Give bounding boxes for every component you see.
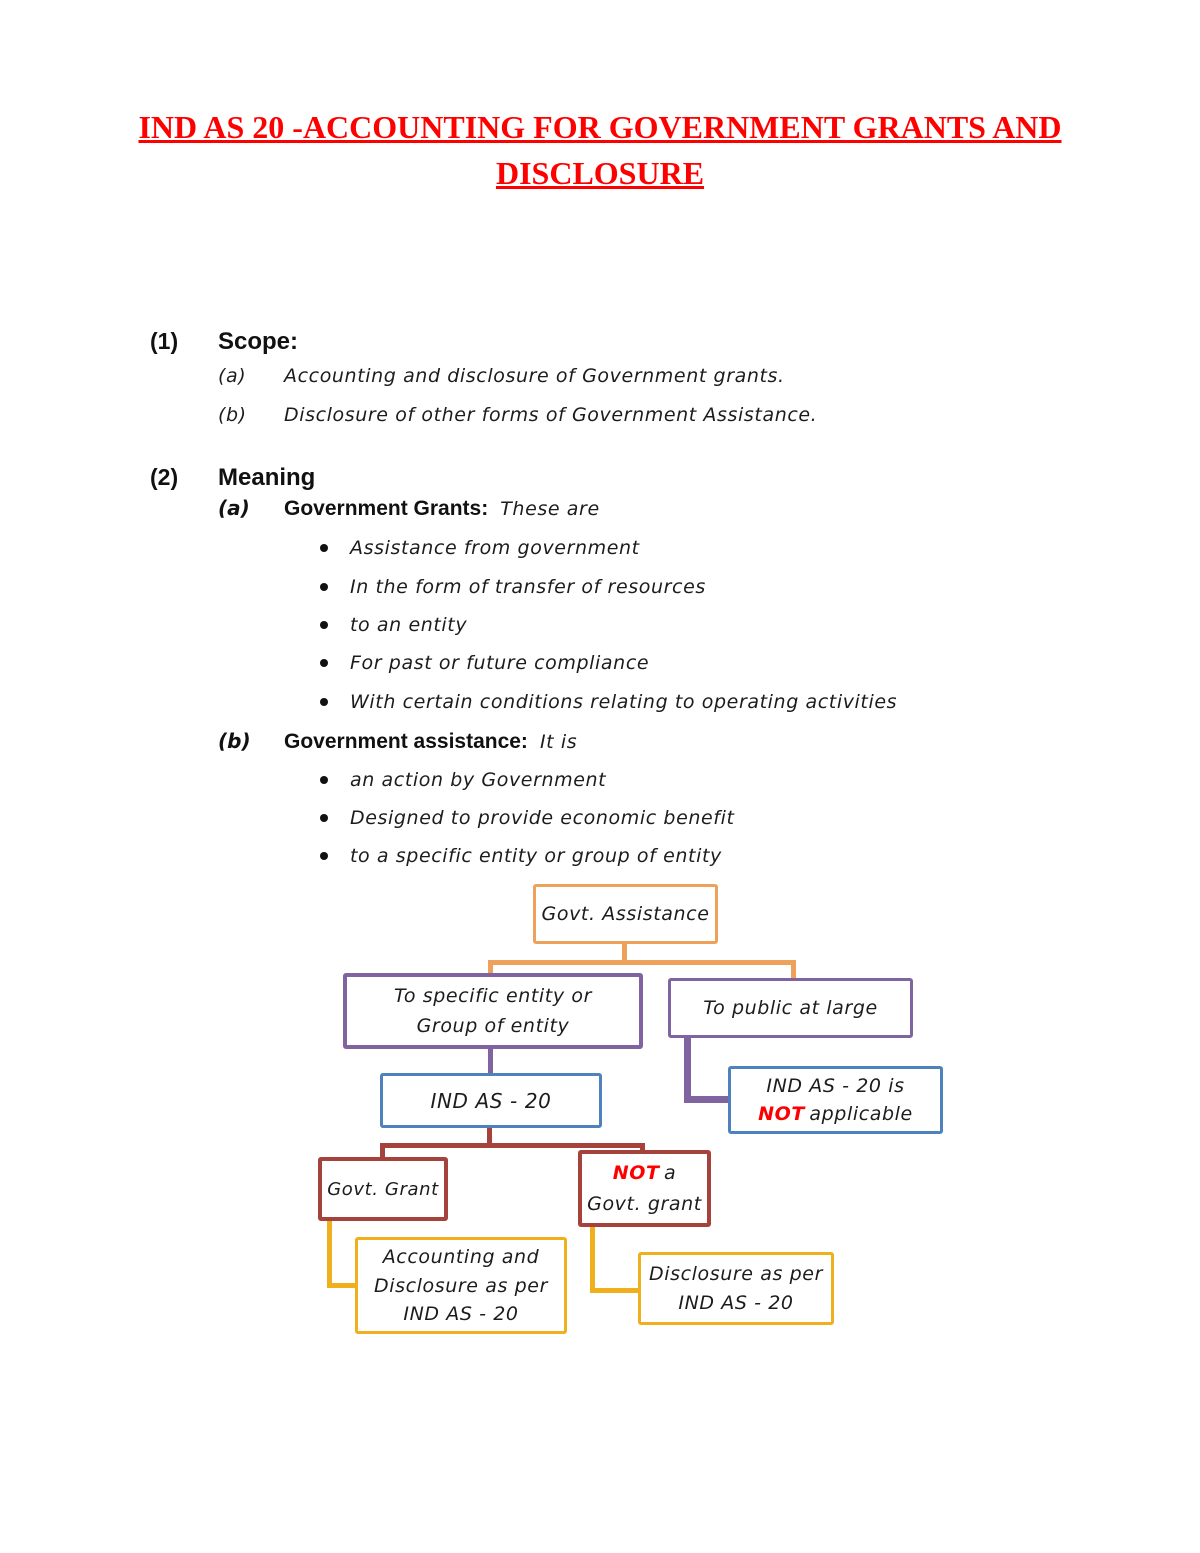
meaning-a-label: (a) (218, 496, 250, 520)
node-not-govt-grant-line1: NOT a (613, 1162, 677, 1184)
node-accounting-line2: Disclosure as per (374, 1274, 548, 1297)
node-disclosure-line1: Disclosure as per (649, 1262, 823, 1285)
node-not-govt-grant: NOT a Govt. grant (578, 1150, 711, 1227)
bullet-icon (320, 813, 328, 822)
meaning-a-bullet-3: to an entity (320, 614, 467, 636)
meaning-number: (2) (150, 464, 179, 490)
connector-orange-left-drop (488, 960, 493, 976)
bullet-icon (320, 775, 328, 784)
meaning-a-bullet-2: In the form of transfer of resources (320, 576, 706, 598)
bullet-text: an action by Government (350, 769, 607, 791)
node-govt-assistance: Govt. Assistance (533, 884, 718, 944)
connector-yellow-right-horizontal (590, 1288, 642, 1293)
meaning-b-bullet-1: an action by Government (320, 769, 606, 791)
scope-item-b-label: (b) (218, 404, 247, 426)
meaning-b-lead: It is (539, 731, 578, 753)
meaning-a-lead: These are (500, 498, 600, 520)
bullet-text: For past or future compliance (350, 652, 650, 674)
node-not-govt-grant-rest: a (664, 1162, 677, 1185)
connector-maroon-horizontal (380, 1143, 645, 1148)
meaning-b-label: (b) (218, 729, 251, 753)
node-accounting-line1: Accounting and (382, 1246, 540, 1269)
meaning-a-bullet-1: Assistance from government (320, 537, 640, 559)
meaning-b-subheading: Government assistance: (284, 730, 528, 753)
connector-maroon-left-drop (380, 1143, 385, 1157)
bullet-text: to an entity (350, 614, 468, 636)
flowchart: Govt. Assistance To specific entity or G… (0, 870, 1200, 1370)
connector-purple-elbow-horizontal (684, 1096, 728, 1103)
node-specific-entity-line1: To specific entity or (394, 985, 592, 1007)
bullet-icon (320, 543, 328, 552)
node-specific-entity: To specific entity or Group of entity (343, 973, 643, 1049)
node-disclosure: Disclosure as per IND AS - 20 (638, 1252, 834, 1325)
connector-maroon-right-drop (640, 1143, 645, 1152)
scope-item-b-text: Disclosure of other forms of Government … (284, 404, 818, 426)
bullet-text: With certain conditions relating to oper… (350, 691, 898, 713)
meaning-b-heading-row: (b) Government assistance: It is (218, 729, 577, 754)
node-govt-grant: Govt. Grant (318, 1157, 448, 1221)
scope-number: (1) (150, 328, 179, 354)
connector-purple-elbow-vertical (684, 1038, 691, 1103)
connector-orange-right-drop (791, 960, 796, 981)
node-specific-entity-line2: Group of entity (416, 1015, 570, 1037)
meaning-heading: Meaning (218, 464, 316, 491)
bullet-icon (320, 697, 328, 706)
meaning-b-bullet-3: to a specific entity or group of entity (320, 845, 722, 867)
not-emphasis: NOT (758, 1103, 805, 1125)
meaning-b-bullet-2: Designed to provide economic benefit (320, 807, 735, 829)
scope-heading-row: (1) Scope: (150, 328, 298, 356)
node-ind-as-20-label: IND AS - 20 (430, 1088, 552, 1113)
bullet-text: Designed to provide economic benefit (350, 807, 735, 829)
node-not-applicable-line1: IND AS - 20 is (766, 1075, 905, 1097)
connector-yellow-left-horizontal (327, 1283, 359, 1288)
meaning-a-bullet-5: With certain conditions relating to oper… (320, 691, 897, 713)
page-title: IND AS 20 -ACCOUNTING FOR GOVERNMENT GRA… (138, 109, 1062, 192)
node-accounting-line3: IND AS - 20 (403, 1302, 519, 1325)
meaning-a-bullet-4: For past or future compliance (320, 652, 649, 674)
node-ind-as-20: IND AS - 20 (380, 1073, 602, 1128)
node-public-at-large-label: To public at large (703, 997, 878, 1019)
scope-heading: Scope: (218, 328, 299, 355)
node-govt-grant-label: Govt. Grant (327, 1178, 439, 1200)
scope-item-a: (a) Accounting and disclosure of Governme… (218, 365, 785, 387)
connector-yellow-left-vertical (327, 1221, 332, 1288)
node-public-at-large: To public at large (668, 978, 913, 1038)
node-disclosure-line2: IND AS - 20 (678, 1292, 794, 1315)
node-not-govt-grant-line2: Govt. grant (587, 1192, 702, 1215)
bullet-text: In the form of transfer of resources (350, 576, 706, 598)
meaning-heading-row: (2) Meaning (150, 464, 315, 492)
bullet-icon (320, 620, 328, 629)
scope-item-a-label: (a) (218, 365, 247, 387)
connector-yellow-right-vertical (590, 1227, 595, 1293)
scope-item-b: (b) Disclosure of other forms of Governme… (218, 404, 817, 426)
not-emphasis: NOT (612, 1162, 660, 1185)
node-govt-assistance-label: Govt. Assistance (541, 903, 710, 925)
node-accounting-disclosure: Accounting and Disclosure as per IND AS … (355, 1237, 567, 1334)
bullet-icon (320, 658, 328, 667)
connector-purple-stem (488, 1049, 493, 1074)
bullet-icon (320, 851, 328, 860)
connector-orange-horizontal (488, 960, 796, 965)
bullet-icon (320, 582, 328, 591)
meaning-a-subheading: Government Grants: (284, 497, 489, 520)
meaning-a-heading-row: (a) Government Grants: These are (218, 496, 600, 521)
connector-orange-stem (622, 944, 627, 964)
scope-item-a-text: Accounting and disclosure of Government … (284, 365, 785, 387)
node-not-applicable-rest: applicable (809, 1103, 913, 1125)
bullet-text: Assistance from government (350, 537, 640, 559)
bullet-text: to a specific entity or group of entity (350, 845, 722, 867)
node-not-applicable-line2: NOT applicable (758, 1103, 913, 1125)
node-not-applicable: IND AS - 20 is NOT applicable (728, 1066, 943, 1134)
connector-maroon-stem (487, 1128, 492, 1145)
